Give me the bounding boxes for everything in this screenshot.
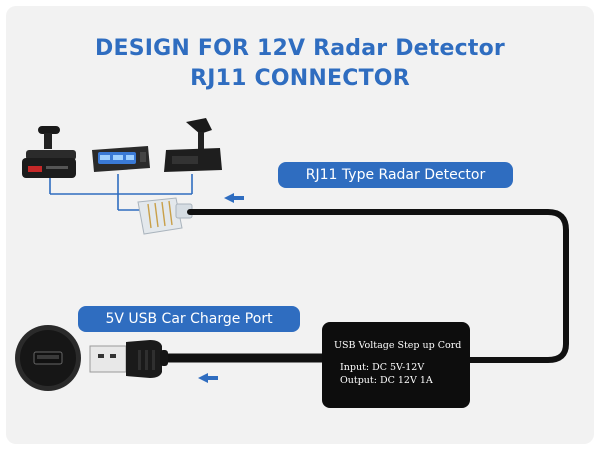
rj11-plug-icon: [137, 197, 193, 235]
usb-port-label: 5V USB Car Charge Port: [78, 306, 300, 332]
cable-rj11: [187, 209, 569, 363]
radar-detector-icon: [92, 146, 150, 172]
headline-line2: RJ11 CONNECTOR: [190, 66, 410, 91]
rj11-label: RJ11 Type Radar Detector: [278, 162, 513, 188]
converter-box: [322, 322, 470, 408]
converter-title: USB Voltage Step up Cord: [334, 340, 462, 351]
usb-plug-icon: [89, 340, 168, 378]
headline-line1: DESIGN FOR 12V Radar Detector: [95, 36, 505, 61]
radar-detector-icon: [22, 126, 76, 178]
arrow-left-icon: [198, 373, 218, 383]
bracket-lines: [49, 174, 193, 211]
converter-output: Output: DC 12V 1A: [340, 375, 433, 386]
arrow-left-icon: [224, 193, 244, 203]
usb-port-icon: [15, 325, 81, 391]
converter-input: Input: DC 5V-12V: [340, 362, 425, 373]
radar-detector-icon: [164, 118, 222, 172]
